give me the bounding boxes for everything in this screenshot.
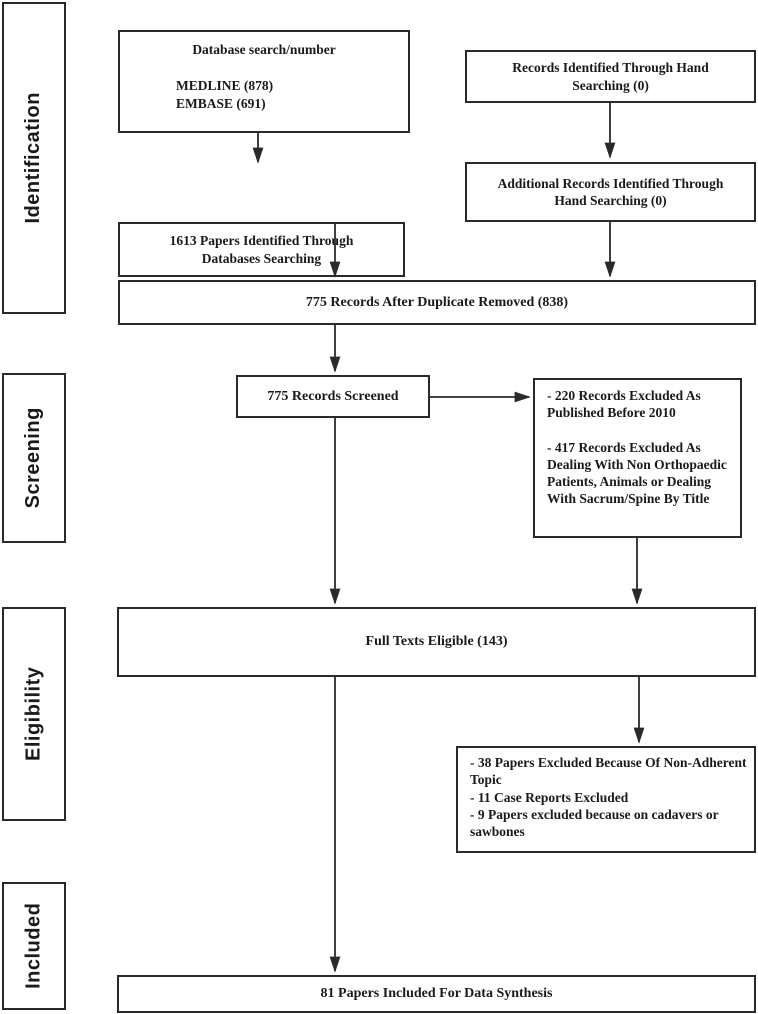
eligibility-exclusion-case-reports: - 11 Case Reports Excluded — [470, 789, 629, 805]
box-screening-exclusions: - 220 Records Excluded As Published Befo… — [533, 378, 742, 538]
stage-eligibility-label: Eligibility — [22, 666, 45, 762]
database-search-lines: MEDLINE (878) EMBASE (691) — [120, 77, 408, 112]
eligibility-exclusion-cadavers: - 9 Papers excluded because on cadavers … — [470, 806, 719, 840]
stage-included: Included — [2, 882, 66, 1010]
screening-exclusion-before-2010: - 220 Records Excluded As Published Befo… — [547, 388, 701, 421]
duplicates-removed-label: 775 Records After Duplicate Removed (838… — [305, 294, 569, 310]
box-papers-identified: 1613 Papers Identified Through Databases… — [118, 222, 405, 277]
box-additional-hand-searching: Additional Records Identified Through Ha… — [465, 162, 756, 222]
database-search-title: Database search/number — [192, 42, 336, 57]
box-included-papers: 81 Papers Included For Data Synthesis — [117, 975, 756, 1013]
stage-included-label: Included — [22, 902, 45, 990]
papers-identified-label: 1613 Papers Identified Through Databases… — [169, 233, 354, 266]
stage-screening: Screening — [2, 373, 66, 543]
box-hand-searching: Records Identified Through Hand Searchin… — [465, 50, 756, 103]
box-database-search: Database search/number MEDLINE (878) EMB… — [118, 30, 410, 133]
box-records-screened: 775 Records Screened — [236, 375, 430, 418]
hand-searching-label: Records Identified Through Hand Searchin… — [512, 60, 709, 93]
full-texts-eligible-label: Full Texts Eligible (143) — [365, 634, 508, 650]
box-duplicates-removed: 775 Records After Duplicate Removed (838… — [118, 280, 756, 325]
screening-exclusion-non-orthopaedic: - 417 Records Excluded As Dealing With N… — [547, 439, 727, 507]
database-embase: EMBASE (691) — [176, 95, 266, 111]
additional-hand-searching-label: Additional Records Identified Through Ha… — [497, 175, 724, 208]
database-medline: MEDLINE (878) — [176, 78, 274, 94]
stage-eligibility: Eligibility — [2, 607, 66, 821]
stage-identification-label: Identification — [22, 92, 45, 224]
stage-identification: Identification — [2, 2, 66, 314]
stage-screening-label: Screening — [22, 407, 45, 509]
box-full-texts-eligible: Full Texts Eligible (143) — [117, 607, 756, 677]
included-papers-label: 81 Papers Included For Data Synthesis — [320, 986, 553, 1002]
eligibility-exclusion-non-adherent: - 38 Papers Excluded Because Of Non-Adhe… — [470, 755, 747, 788]
box-eligibility-exclusions: - 38 Papers Excluded Because Of Non-Adhe… — [456, 746, 756, 853]
records-screened-label: 775 Records Screened — [267, 388, 399, 404]
